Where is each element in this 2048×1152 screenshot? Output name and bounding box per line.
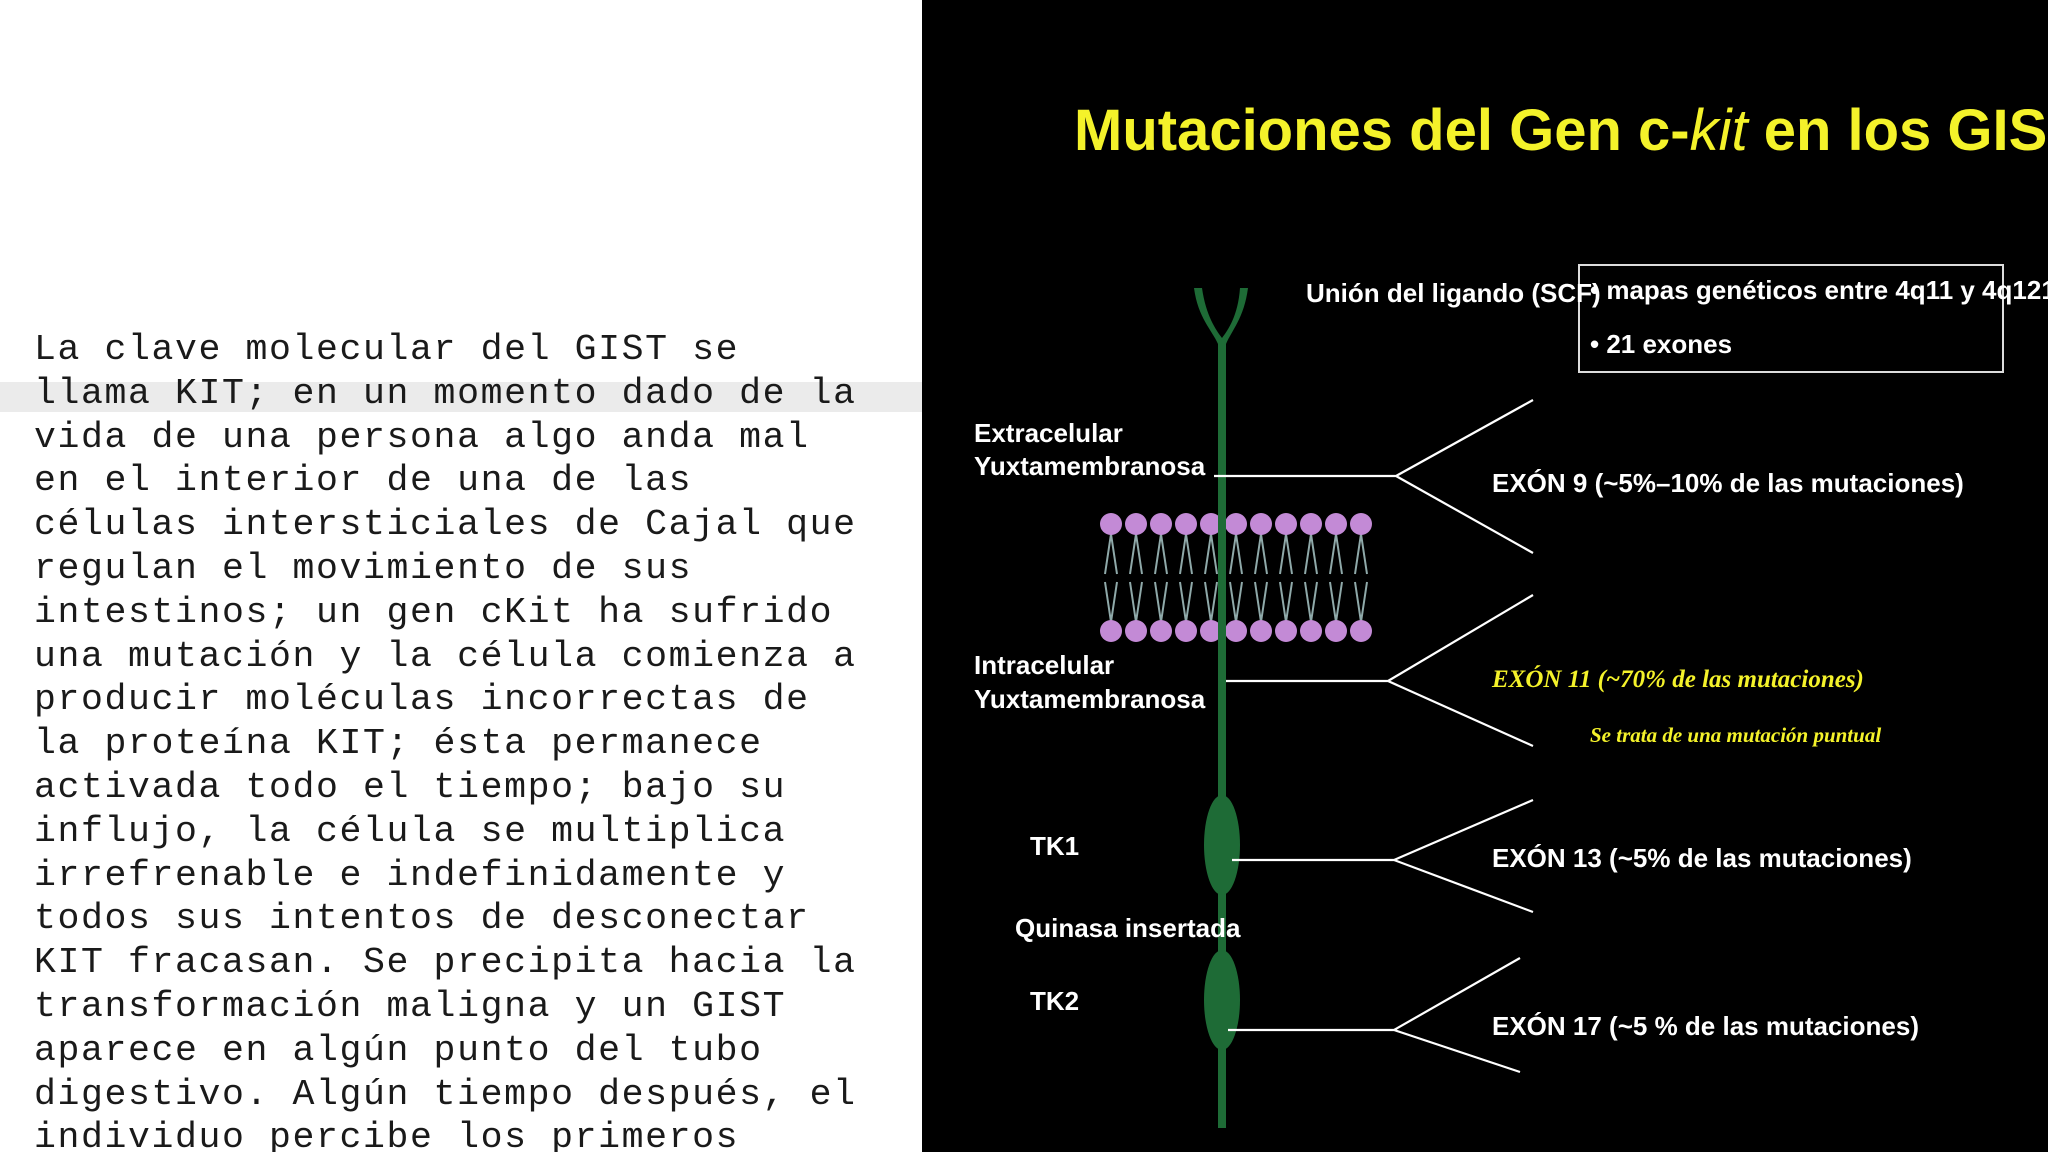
- info-box: [1578, 264, 2004, 373]
- paragraph-line: irrefrenable e indefinidamente y: [34, 854, 787, 896]
- paragraph-line: producir moléculas incorrectas de: [34, 679, 810, 721]
- paragraph-line: llama KIT; en un momento dado de la: [34, 372, 857, 414]
- intracellular-label-1: Intracelular: [974, 650, 1114, 680]
- lipid-bilayer: [1100, 505, 1372, 650]
- paragraph-line: aparece en algún punto del tubo: [34, 1029, 763, 1071]
- slide-canvas: Mutaciones del Gen c-kit en los GIST • m…: [974, 98, 2048, 1128]
- paragraph-line: intestinos; un gen cKit ha sufrido: [34, 591, 834, 633]
- paragraph-line: La clave molecular del GIST se: [34, 329, 740, 370]
- paragraph-line: regulan el movimiento de sus: [34, 547, 693, 589]
- paragraph-line: todos sus intentos de desconectar: [34, 898, 810, 940]
- text-panel: La clave molecular del GIST se llama KIT…: [0, 0, 922, 1152]
- tk1-domain: [1204, 795, 1240, 895]
- exon9-label: EXÓN 9 (~5%–10% de las mutaciones): [1492, 468, 1964, 498]
- exon13-label: EXÓN 13 (~5% de las mutaciones): [1492, 843, 1912, 873]
- exon-connectors: [1214, 399, 1534, 1074]
- info-box-line-1: • mapas genéticos entre 4q11 y 4q121: [1590, 275, 2048, 305]
- extracellular-label-1: Extracelular: [974, 418, 1123, 448]
- tk1-label: TK1: [1030, 831, 1079, 861]
- slide-title: Mutaciones del Gen c-kit en los GIST: [1074, 98, 2048, 163]
- intracellular-label-2: Yuxtamembranosa: [974, 684, 1206, 714]
- info-box-line-2: • 21 exones: [1590, 329, 1732, 359]
- exon11-label: EXÓN 11 (~70% de las mutaciones): [1491, 665, 1864, 693]
- paragraph-line: transformación maligna y un GIST: [34, 985, 787, 1027]
- paragraph-line: la proteína KIT; ésta permanece: [34, 723, 763, 765]
- paragraph-line: una mutación y la célula comienza a: [34, 635, 857, 677]
- exon11-note: Se trata de una mutación puntual: [1590, 723, 1881, 747]
- body-paragraph: La clave molecular del GIST se llama KIT…: [34, 328, 918, 1152]
- kinase-insert-label: Quinasa insertada: [1015, 913, 1241, 943]
- extracellular-label-2: Yuxtamembranosa: [974, 451, 1206, 481]
- paragraph-line: influjo, la célula se multiplica: [34, 810, 787, 852]
- exon17-label: EXÓN 17 (~5 % de las mutaciones): [1492, 1011, 1919, 1041]
- tk2-label: TK2: [1030, 986, 1079, 1016]
- tk2-domain: [1204, 950, 1240, 1050]
- paragraph-line: individuo percibe los primeros: [34, 1117, 740, 1152]
- paragraph-line: en el interior de una de las: [34, 460, 693, 502]
- ligand-label: Unión del ligando (SCF): [1306, 278, 1601, 308]
- kit-receptor: [1194, 288, 1248, 1128]
- paragraph-line: digestivo. Algún tiempo después, el: [34, 1073, 857, 1115]
- slide-panel: Mutaciones del Gen c-kit en los GIST • m…: [922, 0, 2048, 1152]
- line-highlight: [0, 382, 922, 412]
- paragraph-line: KIT fracasan. Se precipita hacia la: [34, 942, 857, 984]
- paragraph-line: vida de una persona algo anda mal: [34, 416, 810, 458]
- paragraph-line: activada todo el tiempo; bajo su: [34, 766, 787, 808]
- paragraph-line: células intersticiales de Cajal que: [34, 504, 857, 546]
